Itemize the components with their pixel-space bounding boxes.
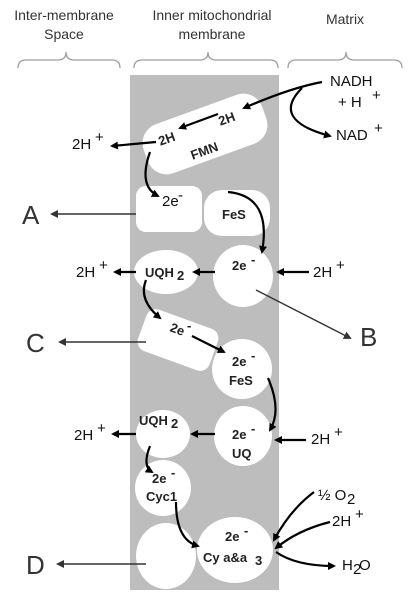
label-half-o2: ½ O	[318, 487, 346, 504]
label-cyc1: Cyc1	[146, 489, 177, 504]
label-cy-aa3: Cy a&a	[203, 550, 248, 565]
label-2h-plus-6: 2H	[332, 513, 351, 530]
label-uqh2-2-sub: 2	[171, 416, 178, 431]
arrow-uqh2-to-2e-c	[142, 279, 162, 320]
arrow-cyaa3-to-h2o	[275, 551, 336, 570]
blob-2e-center	[213, 245, 273, 307]
arrow-fmn-to-2e	[144, 151, 160, 197]
label-2h-plus-3-sup: +	[336, 257, 345, 274]
label-2e-6-sup: -	[171, 465, 175, 480]
header-matrix: Matrix	[326, 11, 364, 27]
label-2e-7-sup: -	[244, 523, 248, 538]
label-2e-1-sup: -	[178, 187, 183, 204]
header-intermembrane-line1: Inter-membrane	[14, 7, 114, 23]
uq-complex	[214, 406, 272, 466]
arrow-fes2-to-uq	[266, 377, 277, 432]
arrow-nadh-to-nad	[289, 87, 332, 139]
label-fmn-2h-2: 2H	[216, 109, 237, 129]
label-h-plus-matrix: + H	[338, 94, 362, 111]
fmn-complex	[142, 93, 268, 175]
label-fes-2: FeS	[229, 373, 253, 388]
arrow-cyc1-to-cyaa3	[174, 501, 200, 549]
label-2e-4: 2e	[232, 354, 246, 369]
arrow-fmn-internal	[178, 112, 219, 130]
label-uqh2-1-sub: 2	[177, 268, 184, 283]
label-2h-plus-4: 2H	[74, 427, 93, 444]
label-2h-plus-5: 2H	[311, 431, 330, 448]
letter-c: C	[26, 328, 45, 358]
arrow-fmn-to-2h-plus	[110, 140, 157, 150]
label-2h-plus-5-sup: +	[334, 424, 343, 441]
label-half-o2-sub: 2	[347, 491, 355, 508]
label-h2o: H	[342, 557, 353, 574]
arrow-2e-to-center	[227, 190, 267, 254]
header-intermembrane-line2: Space	[44, 26, 84, 42]
blob-d	[136, 523, 196, 589]
label-2e-3-sup: -	[187, 318, 191, 333]
arrow-to-b	[255, 289, 352, 339]
header-inner-membrane-line2: membrane	[179, 26, 246, 42]
label-2h-plus-2-sup: +	[99, 257, 108, 274]
label-2e-2: 2e	[232, 258, 246, 273]
label-2e-6: 2e	[152, 471, 166, 486]
blob-2e-a	[136, 186, 202, 232]
arrow-o2-to-cyaa3	[273, 491, 315, 542]
label-uqh2-2: UQH	[139, 413, 168, 428]
arrow-nadh-to-fmn	[242, 80, 323, 110]
label-2h-plus-6-sup: +	[355, 506, 364, 523]
letter-b: B	[360, 322, 377, 352]
letter-d: D	[26, 550, 45, 580]
label-2h-plus-3: 2H	[313, 264, 332, 281]
label-nad-sup: +	[374, 120, 383, 137]
label-2e-2-sup: -	[251, 252, 255, 267]
label-2e-5: 2e	[232, 427, 246, 442]
header-inner-membrane-line1: Inner mitochondrial	[152, 7, 271, 23]
label-uqh2-1: UQH	[145, 265, 174, 280]
label-nadh: NADH	[330, 73, 373, 90]
label-2h-plus-4-sup: +	[97, 420, 106, 437]
label-h2o-tail: O	[359, 557, 371, 574]
label-fes-1: FeS	[222, 207, 246, 222]
blob-2e-c	[137, 309, 219, 371]
letter-a: A	[22, 200, 40, 230]
label-2e-3: 2e	[168, 320, 187, 339]
cyc1-complex	[135, 460, 191, 516]
label-2h-plus-1: 2H	[72, 136, 91, 153]
cytochrome-aa3	[197, 517, 273, 583]
label-h-plus-matrix-sup: +	[372, 87, 381, 104]
fes-complex-2	[212, 339, 272, 399]
bracket-matrix	[287, 51, 403, 69]
label-uq: UQ	[232, 446, 252, 461]
label-2h-plus-2: 2H	[76, 264, 95, 281]
bracket-intermembrane	[17, 51, 121, 69]
label-2e-1: 2e	[162, 193, 179, 210]
label-2h-plus-1-sup: +	[95, 129, 104, 146]
label-2e-5-sup: -	[251, 421, 255, 436]
label-cy-aa3-sub: 3	[255, 553, 262, 568]
label-fmn-2h-1: 2H	[156, 129, 177, 149]
label-h2o-sub: 2	[353, 561, 361, 578]
bracket-membrane	[133, 51, 279, 69]
arrow-uqh2-2-to-cyc1	[144, 445, 154, 474]
arrow-2h-plus-to-cyaa3	[274, 520, 331, 550]
label-nad: NAD	[336, 127, 368, 144]
label-2e-7: 2e	[225, 529, 239, 544]
label-2e-4-sup: -	[251, 348, 255, 363]
uqh2-pool-1	[134, 250, 198, 294]
arrow-2e-c-to-fes2	[191, 335, 226, 353]
